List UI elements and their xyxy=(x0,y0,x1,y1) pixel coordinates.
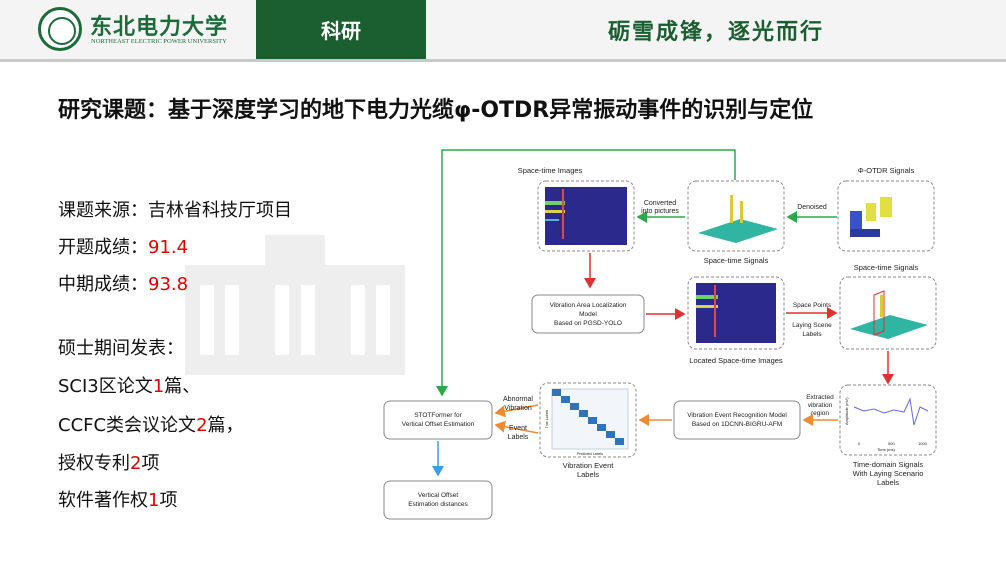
feedback-arrow xyxy=(436,149,736,397)
svg-text:Vibration Event Recognition Mo: Vibration Event Recognition Model xyxy=(687,412,787,419)
svg-text:Based on 1DCNN-BIGRU-AFM: Based on 1DCNN-BIGRU-AFM xyxy=(692,421,782,428)
svg-text:0: 0 xyxy=(858,441,861,446)
midterm-score: 93.8 xyxy=(148,274,189,295)
phi-otdr-signals-box xyxy=(837,180,935,252)
publication-ccfc: CCFC类会议论文2篇， xyxy=(58,415,244,436)
svg-text:vibration: vibration xyxy=(808,402,833,409)
svg-text:Amplitude (mV): Amplitude (mV) xyxy=(844,397,849,425)
svg-text:STOTFormer for: STOTFormer for xyxy=(414,412,462,419)
slide-title: 研究课题：基于深度学习的地下电力光缆φ-OTDR异常振动事件的识别与定位 xyxy=(58,98,814,123)
svg-text:Model: Model xyxy=(579,311,597,318)
stotformer-box xyxy=(383,400,493,440)
svg-text:Estimation distances: Estimation distances xyxy=(408,501,468,508)
svg-text:Denoised: Denoised xyxy=(797,204,827,211)
opening-score: 91.4 xyxy=(148,237,189,258)
svg-text:Labels: Labels xyxy=(508,434,529,441)
svg-text:500: 500 xyxy=(888,441,895,446)
midterm-score-line: 中期成绩：93.8 xyxy=(58,274,189,295)
svg-text:Labels: Labels xyxy=(877,478,899,487)
svg-text:region: region xyxy=(811,410,829,417)
svg-text:Vibration Area Localization: Vibration Area Localization xyxy=(550,302,627,309)
svg-text:Time (ms): Time (ms) xyxy=(877,447,896,452)
svg-text:True Labels: True Labels xyxy=(545,410,549,429)
svg-text:Vertical Offset Estimation: Vertical Offset Estimation xyxy=(402,421,475,428)
svg-text:Space-time Signals: Space-time Signals xyxy=(854,263,919,272)
svg-text:Predicted Labels: Predicted Labels xyxy=(577,452,603,456)
scene-signals-box xyxy=(839,276,937,350)
svg-text:Φ-OTDR Signals: Φ-OTDR Signals xyxy=(858,166,915,175)
svg-text:Extracted: Extracted xyxy=(806,394,834,401)
svg-text:Time-domain Signals: Time-domain Signals xyxy=(853,460,923,469)
heatmap-image xyxy=(545,187,627,245)
publication-patent: 授权专利2项 xyxy=(58,453,160,474)
label-space-time-images: Space-time Images xyxy=(518,166,583,175)
svg-text:Located Space-time Images: Located Space-time Images xyxy=(689,356,783,365)
svg-text:Laying Scene: Laying Scene xyxy=(792,322,832,329)
svg-text:With Laying Scenario: With Laying Scenario xyxy=(853,469,924,478)
svg-text:Vibration: Vibration xyxy=(504,405,532,412)
project-source: 课题来源：吉林省科技厅项目 xyxy=(58,200,292,221)
svg-text:Space Points: Space Points xyxy=(793,302,832,309)
svg-text:Labels: Labels xyxy=(577,470,599,479)
located-images-box xyxy=(687,276,785,350)
confusion-matrix-box xyxy=(539,382,637,458)
publication-software: 软件著作权1项 xyxy=(58,490,178,511)
svg-text:1000: 1000 xyxy=(918,441,928,446)
svg-text:Converted: Converted xyxy=(644,200,676,207)
localization-model-box xyxy=(531,294,645,334)
publications-heading: 硕士期间发表： xyxy=(58,338,184,359)
vertical-offset-box xyxy=(383,480,493,520)
slogan: 砺雪成锋，逐光而行 xyxy=(607,19,824,45)
header-bar: 东北电力大学 NORTHEAST ELECTRIC POWER UNIVERSI… xyxy=(0,0,1006,62)
university-name-cn: 东北电力大学 xyxy=(90,14,229,40)
svg-text:Space-time Signals: Space-time Signals xyxy=(704,256,769,265)
university-seal-icon xyxy=(38,7,82,51)
opening-score-line: 开题成绩：91.4 xyxy=(58,237,189,258)
svg-text:Labels: Labels xyxy=(802,331,822,338)
background-building-watermark xyxy=(185,235,405,375)
university-logo-area: 东北电力大学 NORTHEAST ELECTRIC POWER UNIVERSI… xyxy=(0,0,256,59)
svg-text:into pictures: into pictures xyxy=(641,208,679,215)
svg-text:Event: Event xyxy=(509,425,527,432)
space-time-images-box xyxy=(537,180,635,252)
method-flow-diagram: Space-time Images Converted into picture… xyxy=(383,149,937,520)
tab-research[interactable]: 科研 xyxy=(256,0,426,59)
space-time-signals-box-a xyxy=(687,180,785,252)
university-name-en: NORTHEAST ELECTRIC POWER UNIVERSITY xyxy=(91,38,227,45)
svg-text:Abnormal: Abnormal xyxy=(503,396,533,403)
svg-text:Vibration Event: Vibration Event xyxy=(563,461,615,470)
publication-sci: SCI3区论文1篇、 xyxy=(58,376,201,397)
time-domain-box xyxy=(839,384,937,456)
svg-text:Vertical Offset: Vertical Offset xyxy=(418,492,459,499)
recognition-model-box xyxy=(673,400,801,440)
svg-text:Based on PGSD-YOLO: Based on PGSD-YOLO xyxy=(554,320,622,327)
